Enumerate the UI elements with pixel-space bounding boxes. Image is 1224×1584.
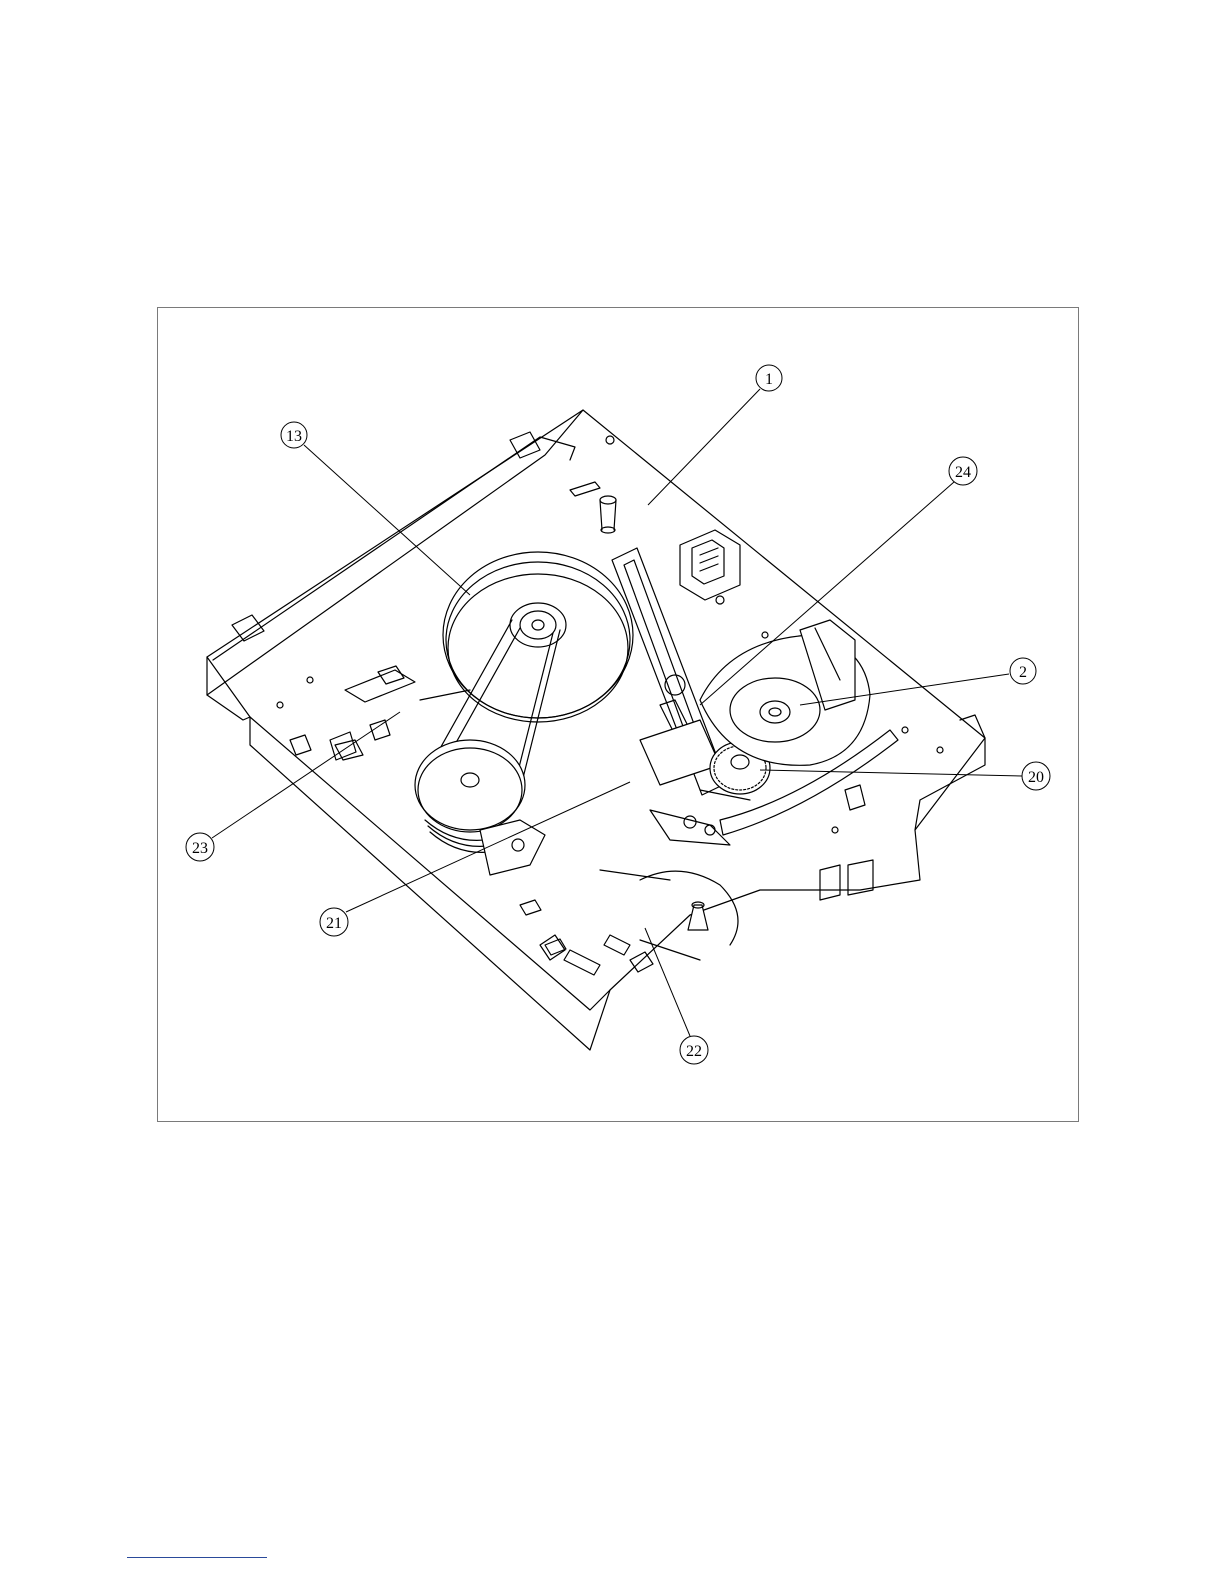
callout-label-1: 1 xyxy=(765,371,773,388)
chassis-plate xyxy=(207,410,985,1050)
callout-label-13: 13 xyxy=(286,428,302,445)
callout-label-21: 21 xyxy=(326,915,342,932)
callout-2: 2 xyxy=(1010,658,1036,684)
callout-label-24: 24 xyxy=(955,464,971,481)
callout-label-2: 2 xyxy=(1019,664,1027,681)
callout-1: 1 xyxy=(756,365,782,391)
callout-22: 22 xyxy=(680,1036,708,1064)
callout-21: 21 xyxy=(320,908,348,936)
callout-24: 24 xyxy=(949,457,977,485)
leader-line-1 xyxy=(648,389,760,505)
leader-line-22 xyxy=(645,928,690,1036)
callout-label-22: 22 xyxy=(686,1043,702,1060)
callout-20: 20 xyxy=(1022,762,1050,790)
callout-label-23: 23 xyxy=(192,840,208,857)
callout-label-20: 20 xyxy=(1028,769,1044,786)
callout-23: 23 xyxy=(186,833,214,861)
callout-13: 13 xyxy=(281,422,307,448)
connector-block xyxy=(680,530,740,600)
footer-rule xyxy=(127,1557,267,1558)
